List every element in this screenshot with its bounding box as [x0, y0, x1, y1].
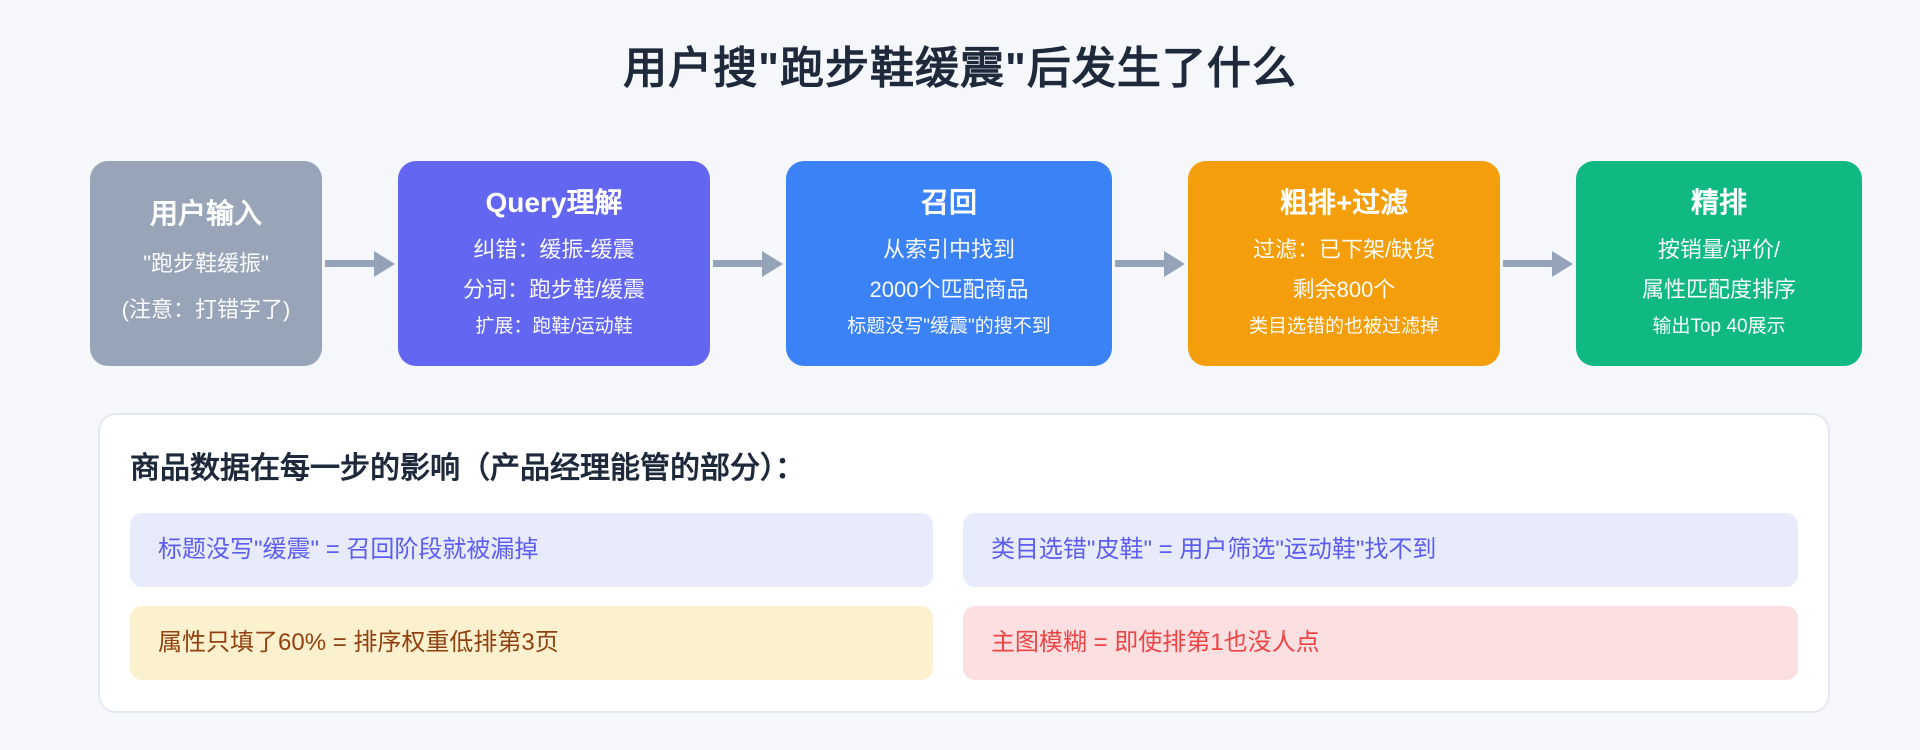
impact-note-3: 属性只填了60% = 排序权重低排第3页: [130, 606, 933, 680]
flow-step-line: 过滤：已下架/缺货: [1252, 237, 1436, 263]
flow-step-line: 分词：跑步鞋/缓震: [462, 277, 646, 302]
arrow-right-icon: [1503, 250, 1573, 277]
flow-step-line: 标题没写"缓震"的搜不到: [847, 315, 1051, 337]
flow-step-line: 类目选错的也被过滤掉: [1248, 315, 1439, 337]
flow-step-title: Query理解: [485, 187, 623, 219]
arrow-right-icon: [713, 250, 783, 277]
arrow-right-icon: [1115, 250, 1185, 277]
flow-step-4: 粗排+过滤过滤：已下架/缺货剩余800个类目选错的也被过滤掉: [1188, 161, 1500, 366]
flow-step-line: 2000个匹配商品: [869, 277, 1029, 302]
flow-step-title: 用户输入: [149, 197, 262, 229]
impact-notes: 标题没写"缓震" = 召回阶段就被漏掉类目选错"皮鞋" = 用户筛选"运动鞋"找…: [130, 513, 1798, 680]
flow-step-line: "跑步鞋缓振": [143, 250, 269, 276]
flow-step-line: 剩余800个: [1292, 277, 1396, 302]
flow-step-line: 扩展：跑鞋/运动鞋: [475, 315, 633, 337]
page-title: 用户搜"跑步鞋缓震"后发生了什么: [623, 44, 1297, 93]
impact-panel: 商品数据在每一步的影响（产品经理能管的部分）： 标题没写"缓震" = 召回阶段就…: [98, 413, 1830, 713]
flow-step-line: 按销量/评价/: [1657, 237, 1781, 263]
flow-step-1: 用户输入 "跑步鞋缓振" (注意：打错字了): [90, 161, 322, 366]
flow-step-title: 精排: [1690, 187, 1747, 219]
flow-step-3: 召回从索引中找到 2000个匹配商品标题没写"缓震"的搜不到: [786, 161, 1112, 366]
impact-panel-title: 商品数据在每一步的影响（产品经理能管的部分）：: [130, 452, 805, 485]
impact-note-2: 类目选错"皮鞋" = 用户筛选"运动鞋"找不到: [962, 513, 1798, 587]
impact-note-4: 主图模糊 = 即使排第1也没人点: [962, 606, 1798, 680]
flow: 用户输入 "跑步鞋缓振" (注意：打错字了) Query理解纠错：缓振-缓震分词：跑步…: [90, 161, 1862, 366]
flow-step-5: 精排按销量/评价/属性匹配度排序输出Top 40展示: [1576, 161, 1862, 366]
flow-step-line: 纠错：缓振-缓震: [473, 237, 635, 263]
flow-step-title: 粗排+过滤: [1279, 187, 1409, 219]
flow-step-line: 属性匹配度排序: [1641, 277, 1796, 302]
impact-note-1: 标题没写"缓震" = 召回阶段就被漏掉: [130, 513, 933, 587]
flow-step-line: (注意：打错字了): [121, 297, 291, 323]
flow-step-line: 输出Top 40展示: [1652, 315, 1786, 337]
flow-step-title: 召回: [920, 187, 977, 219]
arrow-right-icon: [325, 250, 395, 277]
flow-step-2: Query理解纠错：缓振-缓震分词：跑步鞋/缓震扩展：跑鞋/运动鞋: [398, 161, 710, 366]
flow-step-line: 从索引中找到: [882, 237, 1015, 263]
